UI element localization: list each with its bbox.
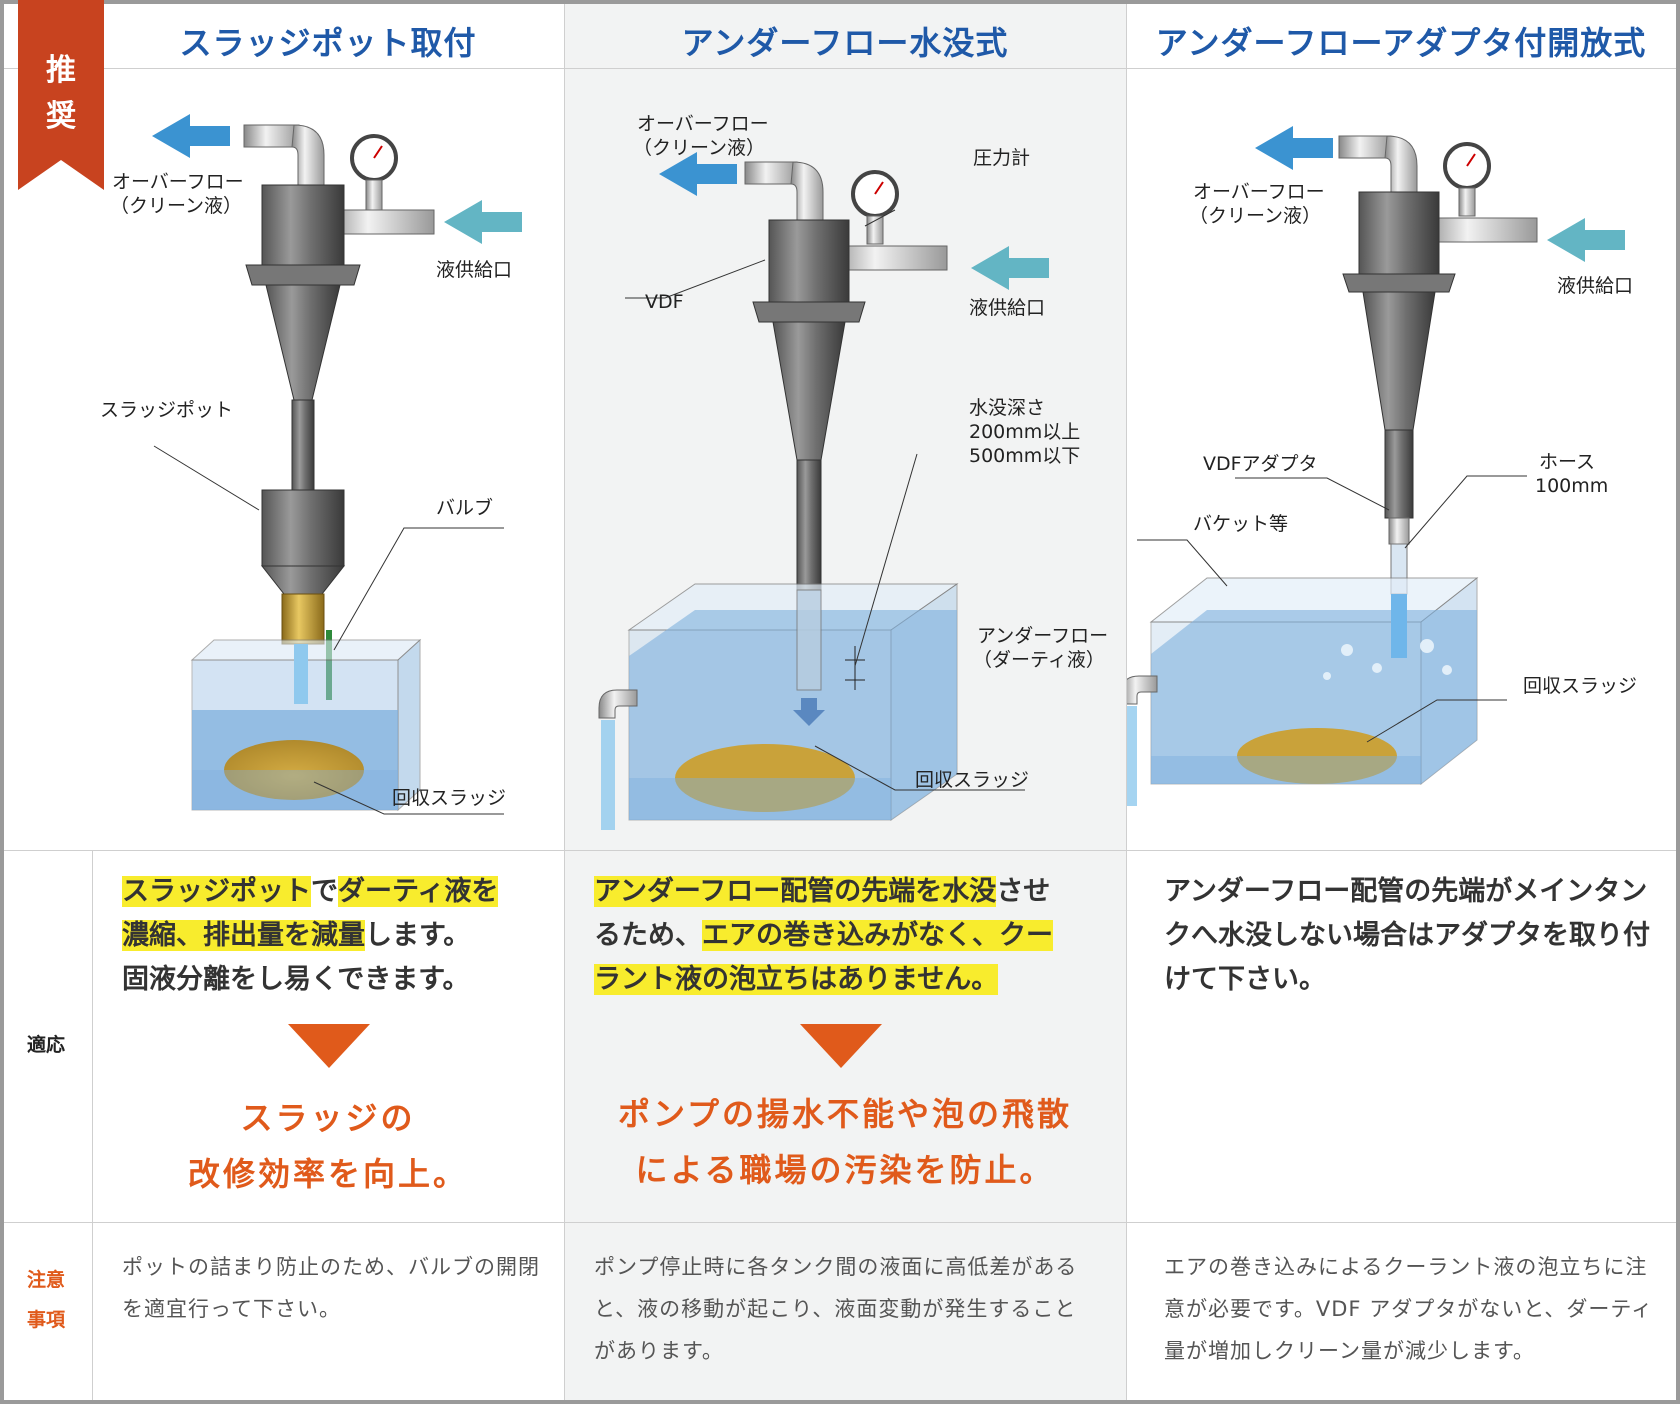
header-divider [4,68,1676,69]
highlight-text: ラント液の泡立ちはありません。 [594,964,999,995]
desc-text: るため、 [594,920,702,951]
label-sludge-pot: スラッジポット [100,399,233,421]
label-inlet: 液供給口 [1557,275,1633,297]
label-recovered-sludge: 回収スラッジ [1523,675,1637,697]
row-label-caution: 注意 事項 [4,1260,88,1340]
row-label-divider [92,850,93,1400]
column-divider-1 [564,4,565,1400]
highlight-text: アンダーフロー配管の先端を水没 [594,876,997,907]
label-underflow: アンダーフロー [977,625,1108,647]
column-2-description: アンダーフロー配管の先端を水没させ るため、エアの巻き込みがなく、クー ラント液… [594,870,1114,1002]
inlet-arrow-icon [971,246,1049,290]
label-depth-max: 500mm以下 [969,445,1080,467]
result-line-1: ポンプの揚水不能や泡の飛散 [617,1095,1073,1133]
down-arrow-icon [288,1024,370,1068]
column-2-note: ポンプ停止時に各タンク間の液面に高低差があると、液の移動が起こり、液面変動が発生… [594,1255,1078,1363]
label-overflow-sub: （クリーン液） [1189,205,1321,227]
column-3-title: アンダーフローアダプタ付開放式 [1155,24,1647,62]
badge-line-1: 推 [46,53,76,88]
label-underflow-sub: （ダーティ液） [973,649,1105,671]
label-vdf: VDF [645,291,684,313]
badge-line-2: 奨 [46,99,76,134]
column-3-description: アンダーフロー配管の先端がメインタンクへ水没しない場合はアダプタを取り付けて下さ… [1164,876,1650,995]
desc-text: します。 [365,920,471,951]
column-3-note: エアの巻き込みによるクーラント液の泡立ちに注意が必要です。VDF アダプタがない… [1164,1255,1654,1363]
highlight-text: スラッジポット [122,876,311,907]
label-overflow-sub: （クリーン液） [633,137,765,159]
highlight-text: 濃縮、排出量を減量 [122,920,365,951]
label-vdf-adapter: VDFアダプタ [1203,453,1318,475]
column-1-title: スラッジポット取付 [179,24,477,62]
column-2-title: アンダーフロー水没式 [681,24,1009,62]
result-line-2: 改修効率を向上。 [187,1155,468,1193]
label-overflow-sub: （クリーン液） [110,195,242,217]
inlet-arrow-icon [1547,218,1625,262]
label-hose: ホース [1539,451,1595,473]
recommended-ribbon [18,0,104,190]
highlight-text: ダーティ液を [338,876,499,907]
row-label-apply: 適応 [26,1034,65,1056]
highlight-text: エアの巻き込みがなく、クー [702,920,1053,951]
recommended-badge-text: 推 奨 [18,48,104,140]
diagram-divider [4,850,1676,851]
label-inlet: 液供給口 [969,297,1045,319]
down-arrow-icon [800,1024,882,1068]
column-1-description: スラッジポットでダーティ液を 濃縮、排出量を減量します。 固液分離をし易くできま… [122,870,552,1002]
inlet-arrow-icon [444,200,522,244]
label-inlet: 液供給口 [436,259,512,281]
label-bucket: バケット等 [1193,513,1288,535]
label-valve: バルブ [436,496,493,519]
label-overflow: オーバーフロー [637,113,769,135]
result-line-1: スラッジの [240,1099,416,1137]
desc-text: させ [996,876,1051,907]
caution-line-1: 注意 [26,1269,65,1291]
caution-line-2: 事項 [26,1309,65,1331]
adapter-open-diagram: オーバーフロー （クリーン液） 液供給口 VDFアダプタ ホース 100mm バ… [1127,126,1637,806]
column-2-result: ポンプの揚水不能や泡の飛散 による職場の汚染を防止。 [564,1086,1126,1198]
overflow-arrow-icon [152,114,230,158]
label-overflow: オーバーフロー [1193,181,1325,203]
sludge-pot-diagram: オーバーフロー （クリーン液） 液供給口 スラッジポット バルブ 回収スラッジ [100,114,522,815]
label-pressure-gauge: 圧力計 [973,147,1030,169]
column-1-note: ポットの詰まり防止のため、バルブの開閉を適宜行って下さい。 [122,1255,540,1321]
label-recovered-sludge: 回収スラッジ [392,787,506,809]
underflow-submerged-diagram: オーバーフロー （クリーン液） 圧力計 VDF 液供給口 水没深さ 200mm以… [598,113,1108,830]
apply-divider [4,1222,1676,1223]
desc-text: で [311,876,338,907]
label-hose-length: 100mm [1535,475,1608,497]
desc-text: 固液分離をし易くできます。 [122,964,470,995]
label-depth-min: 200mm以上 [969,421,1080,443]
result-line-2: による職場の汚染を防止。 [635,1151,1055,1189]
label-recovered-sludge: 回収スラッジ [915,769,1029,791]
overflow-arrow-icon [659,152,737,196]
column-1-result: スラッジの 改修効率を向上。 [92,1090,564,1202]
label-overflow: オーバーフロー [112,171,244,193]
overflow-arrow-icon [1255,126,1333,170]
label-depth: 水没深さ [969,397,1045,419]
